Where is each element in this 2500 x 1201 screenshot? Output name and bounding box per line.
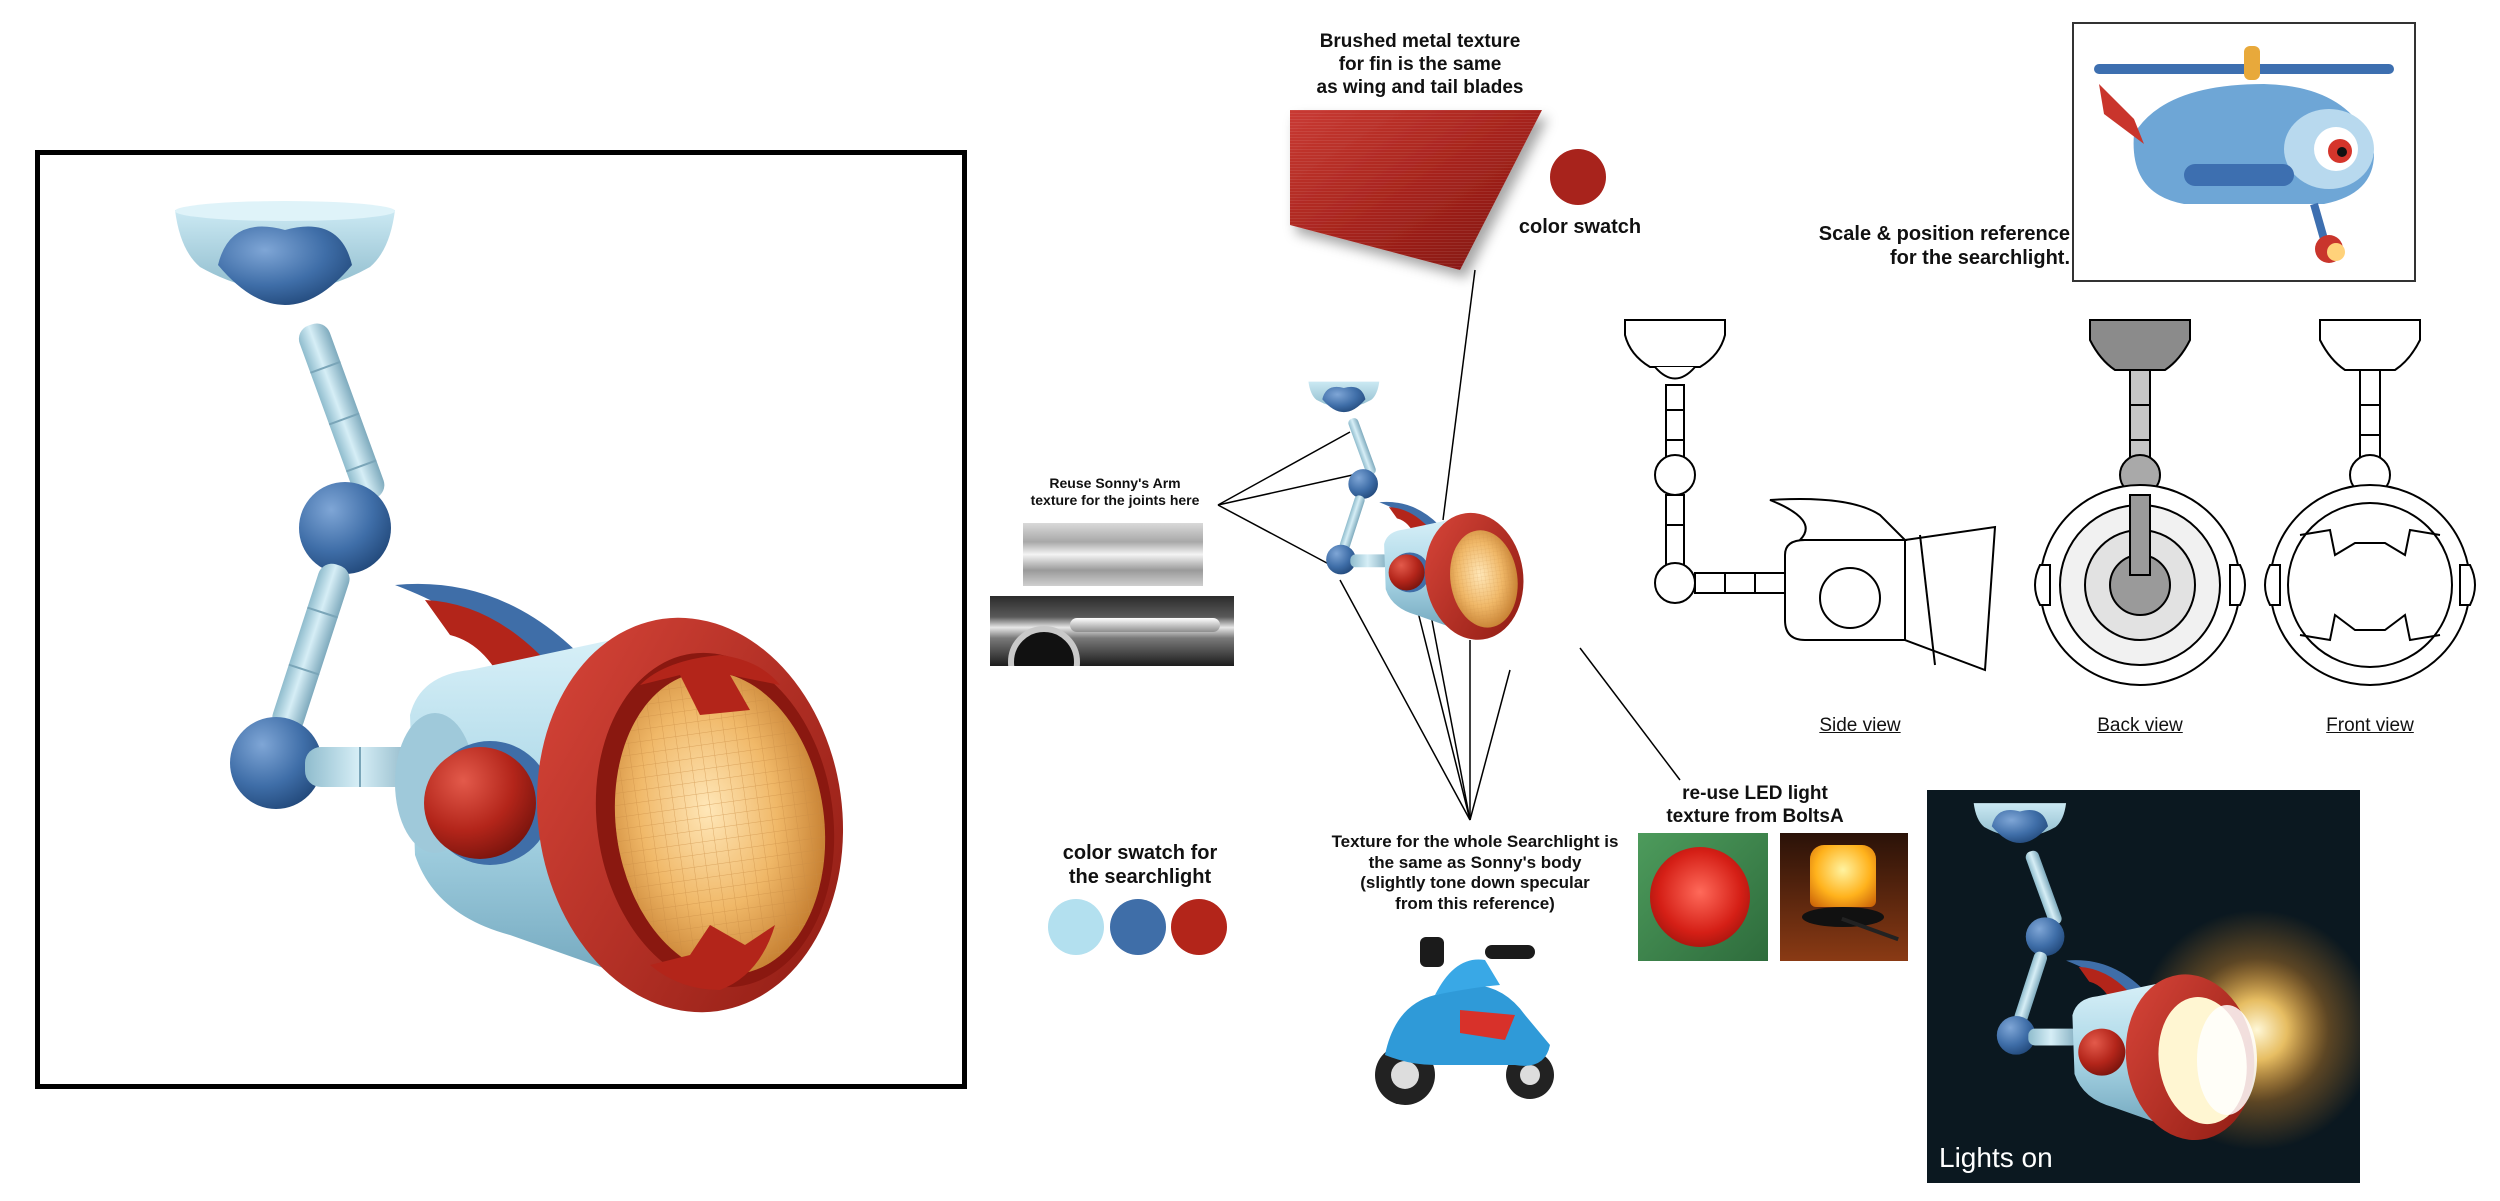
lights-on-label: Lights on <box>1939 1142 2053 1173</box>
searchlight-swatch-line-2: the searchlight <box>1068 866 1212 889</box>
fin-texture-note: Brushed metal texture for fin is the sam… <box>1295 30 1545 100</box>
swatch-red <box>1171 899 1227 955</box>
searchlight-swatch-note: color swatch for the searchlight <box>1040 841 1240 890</box>
arm-texture-line-2: texture for the joints here <box>1030 492 1200 509</box>
main-render-frame <box>35 150 967 1089</box>
searchlight-main-render <box>175 201 844 1013</box>
searchlight-swatch-line-1: color swatch for <box>1062 842 1218 864</box>
chrome-texture-sample <box>1023 523 1203 586</box>
lights-on-panel: Lights on <box>1927 790 2360 1183</box>
led-texture-line-2: texture from BoltsA <box>1666 806 1844 828</box>
brushed-metal-sample <box>1290 110 1542 270</box>
body-texture-line-4: from this reference) <box>1395 894 1555 914</box>
color-swatch-label: color swatch <box>1518 216 1642 238</box>
amber-beacon-photo <box>1780 833 1908 961</box>
scale-reference-note: Scale & position reference for the searc… <box>1800 222 2070 271</box>
swatch-light-blue <box>1048 899 1104 955</box>
front-view-drawing <box>2264 319 2476 686</box>
led-texture-note: re-use LED light texture from BoltsA <box>1650 782 1860 828</box>
helicopter-character <box>2094 46 2394 263</box>
fin-texture-line-1: Brushed metal texture <box>1319 31 1521 52</box>
side-view-drawing <box>1624 319 1997 672</box>
motorcycle-chrome-photo <box>990 596 1234 666</box>
front-view-label: Front view <box>2326 715 2414 736</box>
searchlight-reference-small <box>1308 381 1524 640</box>
side-view-label: Side view <box>1819 715 1901 736</box>
scale-reference-line-1: Scale & position reference <box>1818 223 2070 245</box>
body-texture-line-2: the same as Sonny's body <box>1368 852 1582 872</box>
body-texture-line-1: Texture for the whole Searchlight is <box>1331 832 1619 851</box>
swatch-mid-blue <box>1110 899 1166 955</box>
back-view-label: Back view <box>2097 715 2183 736</box>
body-texture-note: Texture for the whole Searchlight is the… <box>1325 832 1625 915</box>
body-texture-line-3: (slightly tone down specular <box>1360 873 1590 893</box>
arm-texture-note: Reuse Sonny's Arm texture for the joints… <box>1010 475 1220 509</box>
helicopter-reference-frame <box>2072 22 2416 282</box>
color-swatch-circle <box>1550 149 1606 205</box>
kids-motorbike-photo <box>1375 937 1554 1105</box>
arm-texture-line-1: Reuse Sonny's Arm <box>1049 475 1181 491</box>
back-view-drawing <box>2034 319 2246 686</box>
fin-texture-line-2: for fin is the same <box>1338 54 1502 76</box>
scale-reference-line-2: for the searchlight. <box>1889 247 2070 270</box>
led-texture-line-1: re-use LED light <box>1682 783 1828 804</box>
red-led-photo <box>1638 833 1768 961</box>
searchlight-lights-on <box>1973 803 2360 1150</box>
fin-texture-line-3: as wing and tail blades <box>1316 77 1524 99</box>
